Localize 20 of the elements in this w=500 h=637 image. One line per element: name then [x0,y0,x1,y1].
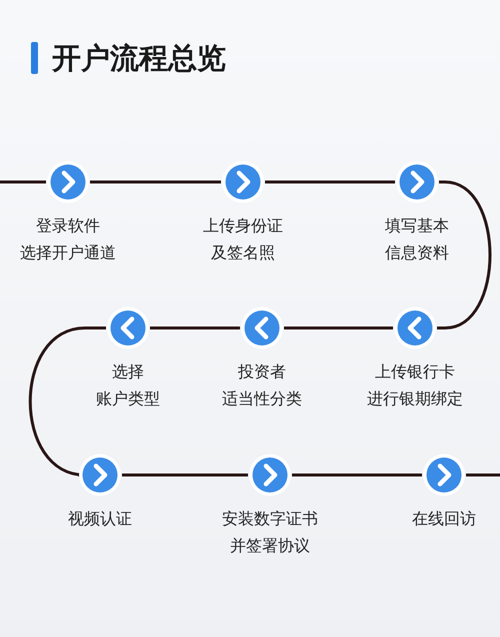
connector-line [122,474,248,476]
step-label: 登录软件选择开户通道 [20,215,116,264]
step-label: 安装数字证书并签署协议 [222,508,318,557]
connector-line [437,180,492,330]
step-label: 填写基本信息资料 [385,215,449,264]
connector-line [150,326,240,330]
connector-line [292,474,422,476]
step-label: 投资者适当性分类 [222,361,302,410]
step-label: 上传银行卡进行银期绑定 [367,361,463,410]
step-label: 视频认证 [68,508,132,530]
connector-line [90,180,221,184]
title: 开户流程总览 [52,40,226,77]
connector-line [28,326,106,476]
step-label: 选择账户类型 [96,361,160,410]
connector-line [284,326,393,330]
connector-line [466,474,500,476]
step-label: 上传身份证及签名照 [203,215,283,264]
connector-line [0,180,46,184]
connector-line [265,180,395,184]
step-label: 在线回访 [412,508,476,530]
